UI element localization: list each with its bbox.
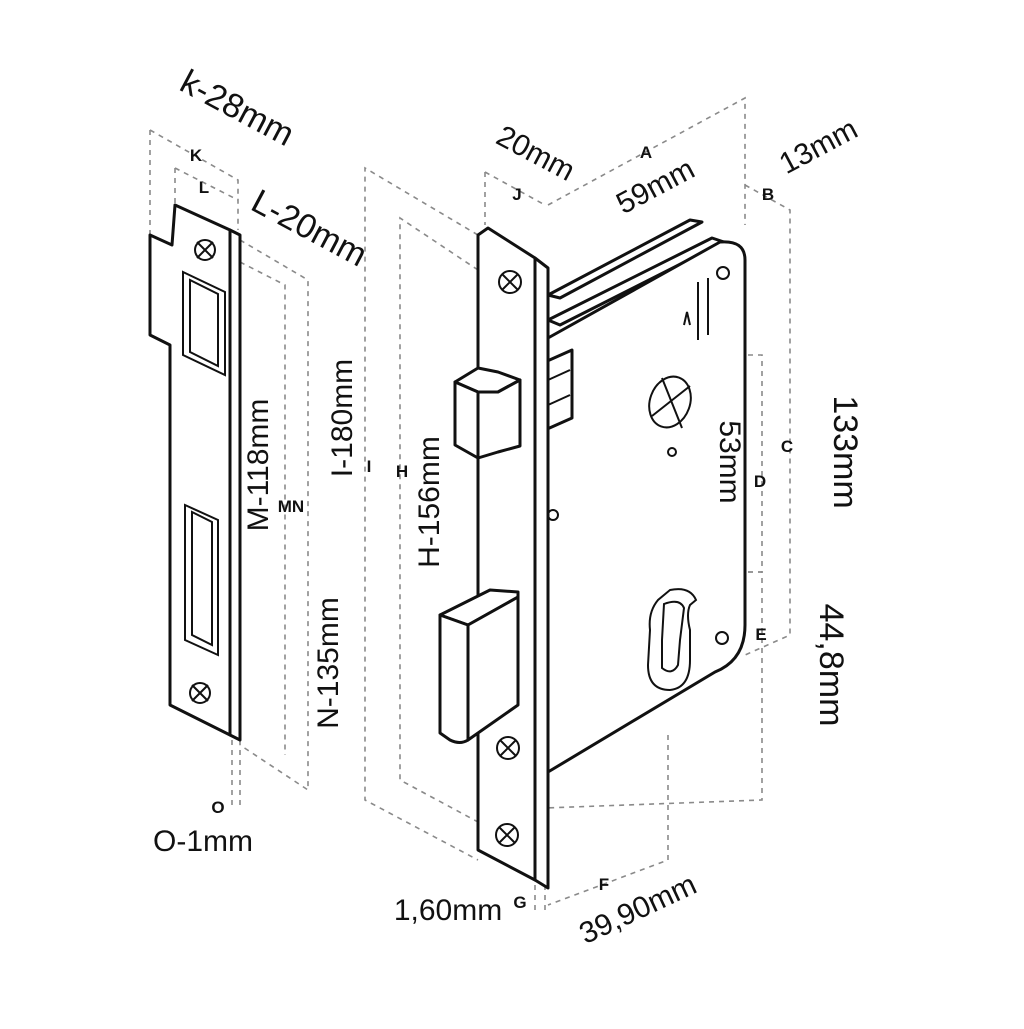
- dim-c-label: 133mm: [826, 395, 864, 508]
- latch-guide-line: [547, 369, 571, 381]
- letter-f: F: [599, 875, 609, 894]
- lock-body: 20mm J A 59mm B 13mm 133mm C 53mm D 44,8…: [326, 96, 864, 951]
- letter-k: K: [190, 146, 203, 165]
- dead-bolt-side: [466, 595, 520, 742]
- strike-bolt-opening-inner: [191, 510, 213, 647]
- strike-latch-opening: [182, 270, 226, 377]
- dim-g-label: 1,60mm: [394, 894, 502, 927]
- strike-bolt-opening: [184, 503, 219, 657]
- letter-o: O: [211, 798, 224, 817]
- dead-bolt-front: [438, 613, 470, 744]
- faceplate-front: [476, 226, 537, 882]
- dim-h-guide: [399, 216, 479, 823]
- case-arrow-icon: [683, 311, 691, 326]
- letter-l: L: [199, 178, 209, 197]
- dim-a-guide: [547, 96, 746, 225]
- dim-l-label: L-20mm: [245, 182, 373, 274]
- dim-d-label: 53mm: [713, 420, 746, 503]
- dim-e-guide: [544, 571, 763, 809]
- dim-k-label: k-28mm: [174, 63, 300, 154]
- dim-b-label: 13mm: [774, 112, 863, 180]
- dim-e-label: 44,8mm: [812, 604, 850, 727]
- latch-bolt: [453, 366, 522, 460]
- case-top-rivet: [716, 266, 730, 280]
- faceplate-bottom-screw-icon: [495, 823, 519, 847]
- dim-m-guide: [239, 261, 286, 755]
- letter-g: G: [513, 893, 526, 912]
- lock-case: [546, 240, 747, 774]
- dim-a-label: 59mm: [611, 152, 700, 220]
- latch-bolt-side: [476, 378, 522, 460]
- letter-h: H: [396, 462, 408, 481]
- dim-h-label: H-156mm: [413, 436, 446, 568]
- letter-e: E: [755, 625, 766, 644]
- dim-j-label: 20mm: [491, 119, 580, 187]
- letter-c: C: [781, 437, 793, 456]
- cylinder-hole-inner: [661, 600, 686, 673]
- latch-guide-line-2: [547, 394, 571, 406]
- dim-i-label: I-180mm: [326, 359, 359, 477]
- dead-bolt: [438, 588, 520, 744]
- dim-m-label: M-118mm: [242, 399, 275, 532]
- letter-j: J: [512, 185, 521, 204]
- case-bottom-rivet: [715, 631, 729, 645]
- case-small-rivet: [667, 447, 677, 457]
- dim-j-guide: [484, 171, 546, 206]
- spindle-hole-icon: [648, 375, 692, 429]
- letter-mn: MN: [278, 497, 304, 516]
- strike-plate-face: [148, 203, 232, 737]
- letter-a: A: [640, 143, 652, 162]
- dim-o-label: O-1mm: [153, 825, 253, 858]
- cylinder-hole-icon: [646, 588, 698, 692]
- latch-bolt-front: [453, 380, 480, 460]
- dim-n-label: N-135mm: [312, 597, 345, 729]
- top-bar-back: [546, 218, 704, 300]
- strike-bottom-screw-icon: [189, 682, 211, 704]
- letter-b: B: [762, 185, 774, 204]
- letter-i: I: [367, 457, 372, 476]
- letter-d: D: [754, 472, 766, 491]
- dim-b-c-guide: [744, 184, 791, 656]
- dim-f-guide: [547, 735, 669, 906]
- strike-top-screw-icon: [194, 239, 216, 261]
- faceplate-top-screw-icon: [498, 270, 522, 294]
- faceplate-mid-screw-icon: [496, 736, 520, 760]
- strike-latch-opening-inner: [189, 278, 219, 368]
- dim-l-guide: [174, 167, 239, 201]
- dim-f-label: 39,90mm: [574, 868, 701, 951]
- faceplate-edge: [533, 256, 550, 890]
- dim-k-guide: [149, 129, 239, 230]
- dim-n-guide: [239, 239, 309, 792]
- dim-d-guide: [748, 354, 763, 573]
